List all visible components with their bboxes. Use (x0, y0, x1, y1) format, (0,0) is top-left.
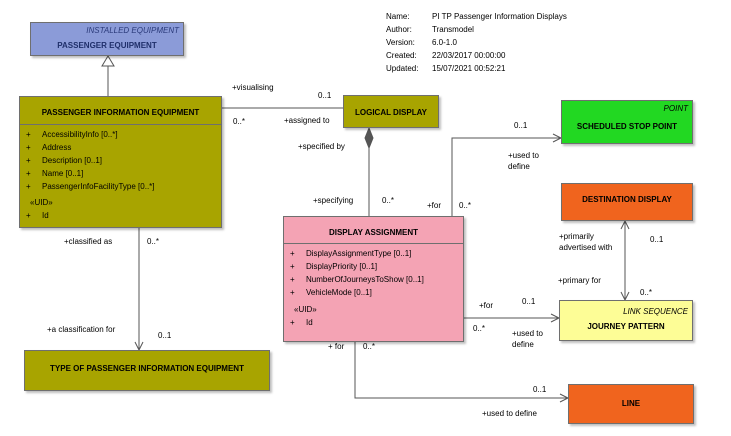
multiplicity-label: 0..* (233, 117, 246, 126)
class-type-of-passenger-information-equipment[interactable]: TYPE OF PASSENGER INFORMATION EQUIPMENT (24, 350, 270, 391)
metadata-key: Updated: (386, 64, 419, 73)
attribute-row: +Description [0..1] (26, 156, 103, 165)
attribute-row: +PassengerInfoFacilityType [0..*] (26, 182, 155, 191)
multiplicity-label: 0..1 (650, 235, 664, 244)
metadata-value: Transmodel (432, 25, 474, 34)
association-da-line (354, 342, 568, 399)
role-label: +for (427, 201, 442, 210)
class-name: TYPE OF PASSENGER INFORMATION EQUIPMENT (50, 364, 244, 373)
multiplicity-label: 0..1 (514, 121, 528, 130)
arrow-to-dd (620, 219, 630, 230)
role-label: +primary for (558, 276, 601, 285)
role-label: +a classification for (47, 325, 116, 334)
attribute-row: +Address (26, 143, 72, 152)
uid-stereotype: «UID» (30, 198, 53, 207)
class-line[interactable]: LINE (568, 384, 694, 424)
metadata-value: PI TP Passenger Information Displays (432, 12, 567, 21)
uid-stereotype: «UID» (294, 305, 317, 314)
compartment-separator (20, 124, 221, 125)
metadata-key: Created: (386, 51, 417, 60)
class-scheduled-stop-point[interactable]: POINT SCHEDULED STOP POINT (561, 100, 693, 144)
attribute-text: Description [0..1] (42, 156, 103, 165)
attribute-row: +DisplayAssignmentType [0..1] (290, 249, 412, 258)
class-name: SCHEDULED STOP POINT (576, 122, 678, 131)
attribute-row: +DisplayPriority [0..1] (290, 262, 378, 271)
multiplicity-label: 0..1 (318, 91, 332, 100)
class-name: LINE (621, 399, 641, 408)
metadata-value: 22/03/2017 00:00:00 (432, 51, 506, 60)
multiplicity-label: 0..1 (522, 297, 536, 306)
attribute-row: +VehicleMode [0..1] (290, 288, 372, 297)
association-da-ssp (451, 137, 561, 216)
compartment-separator (284, 243, 463, 244)
class-passenger-information-equipment[interactable]: PASSENGER INFORMATION EQUIPMENT +Accessi… (19, 96, 222, 228)
stereotype-label: LINK SEQUENCE (623, 307, 688, 316)
attribute-text: AccessibilityInfo [0..*] (42, 130, 118, 139)
attribute-text: DisplayPriority [0..1] (306, 262, 378, 271)
role-label: +for (479, 301, 494, 310)
generalization-arrowhead (101, 55, 115, 67)
stereotype-label: POINT (663, 104, 688, 113)
role-label: +assigned to (284, 116, 330, 125)
metadata-value: 6.0-1.0 (432, 38, 457, 47)
multiplicity-label: 0..* (459, 201, 472, 210)
attribute-text: Address (42, 143, 72, 152)
attribute-row: +Id (290, 318, 313, 327)
multiplicity-label: 0..* (473, 324, 486, 333)
multiplicity-label: 0..* (147, 237, 160, 246)
attribute-text: Id (42, 211, 49, 220)
metadata-key: Author: (386, 25, 412, 34)
class-name: JOURNEY PATTERN (587, 322, 665, 331)
attribute-text: VehicleMode [0..1] (306, 288, 372, 297)
class-name: PASSENGER INFORMATION EQUIPMENT (41, 108, 200, 117)
role-label: +visualising (232, 83, 274, 92)
attribute-row: +Name [0..1] (26, 169, 84, 178)
attribute-text: NumberOfJourneysToShow [0..1] (306, 275, 424, 284)
aggregation-diamond (364, 126, 374, 150)
attribute-text: Id (306, 318, 313, 327)
attribute-row: +NumberOfJourneysToShow [0..1] (290, 275, 424, 284)
metadata-value: 15/07/2021 00:52:21 (432, 64, 506, 73)
multiplicity-label: 0..1 (533, 385, 547, 394)
class-name: DISPLAY ASSIGNMENT (328, 228, 419, 237)
attribute-text: PassengerInfoFacilityType [0..*] (42, 182, 155, 191)
role-label: +specifying (313, 196, 354, 205)
attribute-text: DisplayAssignmentType [0..1] (306, 249, 412, 258)
metadata-key: Name: (386, 12, 410, 21)
class-logical-display[interactable]: LOGICAL DISPLAY (343, 95, 439, 128)
class-passenger-equipment[interactable]: INSTALLED EQUIPMENT PASSENGER EQUIPMENT (30, 22, 184, 56)
class-name: PASSENGER EQUIPMENT (57, 41, 157, 50)
role-label: +used to define (508, 151, 539, 171)
role-label: +primarily advertised with (559, 232, 613, 252)
role-label: +classified as (64, 237, 113, 246)
class-name: LOGICAL DISPLAY (354, 108, 427, 117)
metadata-key: Version: (386, 38, 415, 47)
multiplicity-label: 0..* (382, 196, 395, 205)
multiplicity-label: 0..* (363, 342, 376, 351)
class-destination-display[interactable]: DESTINATION DISPLAY (561, 183, 693, 221)
multiplicity-label: 0..* (640, 288, 653, 297)
role-label: +used to define (482, 409, 537, 418)
attribute-row: +Id (26, 211, 49, 220)
class-name: DESTINATION DISPLAY (582, 195, 672, 204)
class-journey-pattern[interactable]: LINK SEQUENCE JOURNEY PATTERN (559, 300, 693, 341)
role-label: + for (328, 342, 345, 351)
role-label: +specified by (298, 142, 345, 151)
role-label: +used to define (512, 329, 543, 349)
stereotype-label: INSTALLED EQUIPMENT (86, 26, 179, 35)
attribute-text: Name [0..1] (42, 169, 84, 178)
multiplicity-label: 0..1 (158, 331, 172, 340)
class-display-assignment[interactable]: DISPLAY ASSIGNMENT +DisplayAssignmentTyp… (283, 216, 464, 342)
attribute-row: +AccessibilityInfo [0..*] (26, 130, 118, 139)
